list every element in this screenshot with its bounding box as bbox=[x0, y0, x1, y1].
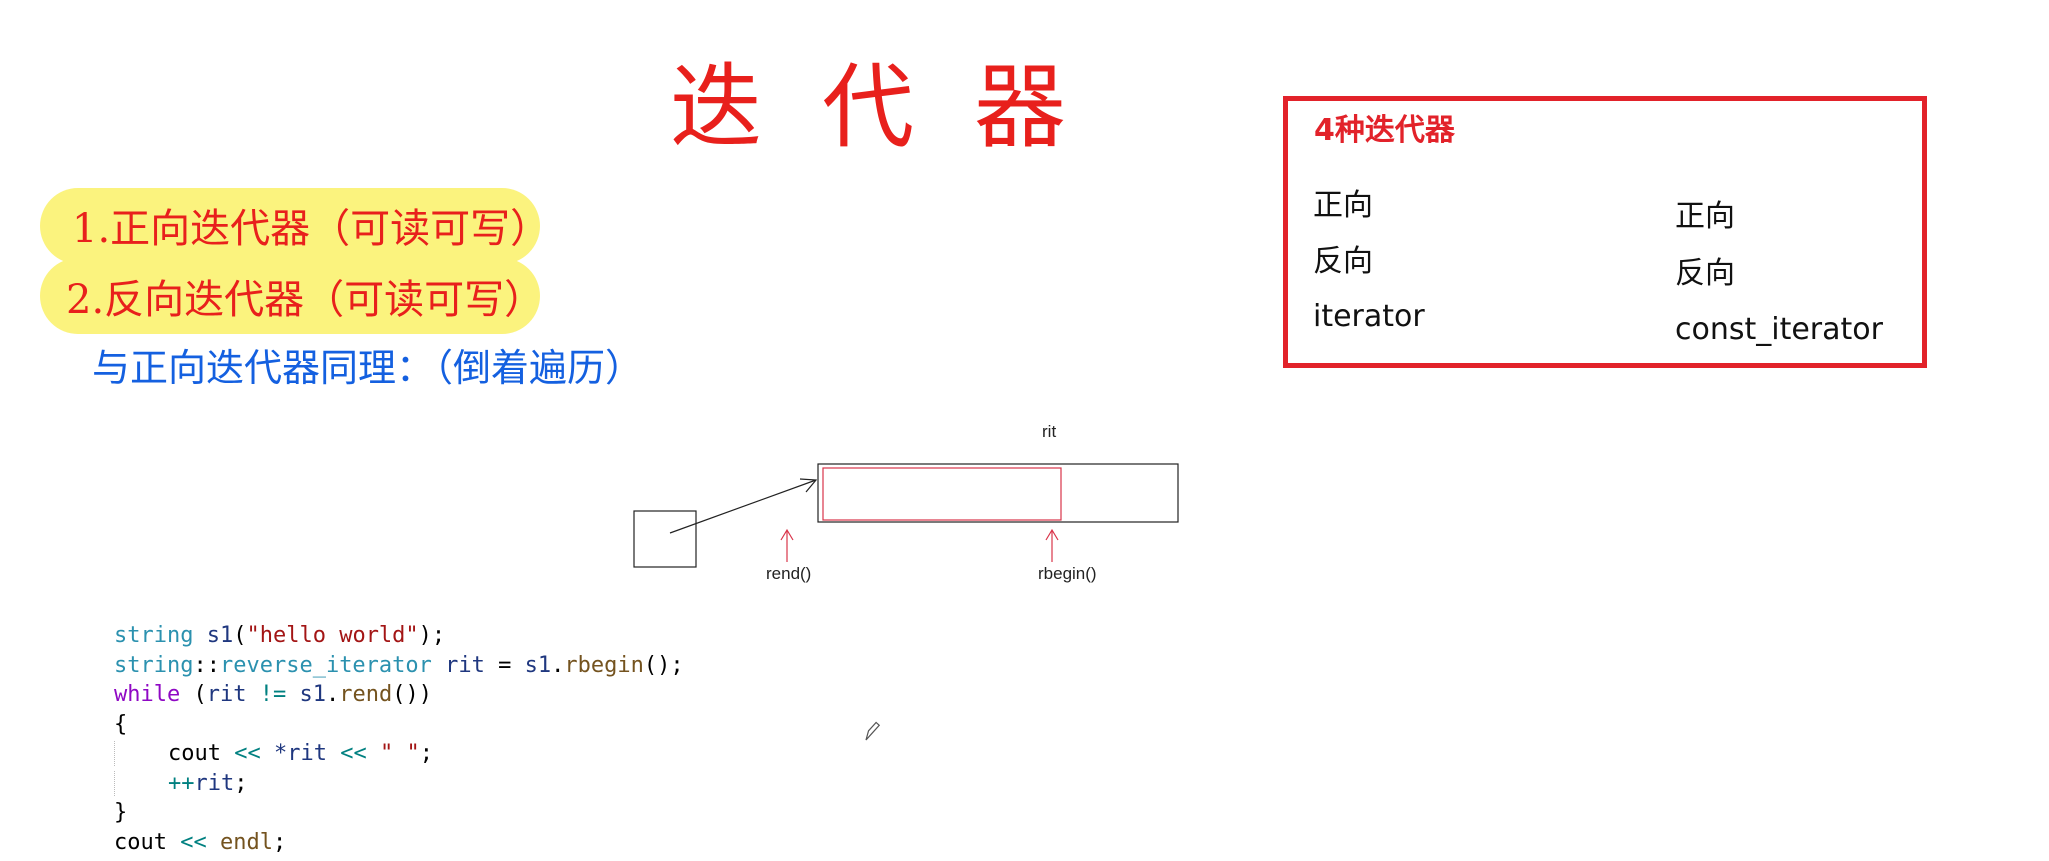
iterator-box-right-1: 正向 bbox=[1675, 199, 1735, 234]
code-token: != bbox=[259, 682, 287, 707]
note-reverse-iterator: 2.反向迭代器（可读可写） bbox=[66, 277, 545, 323]
code-token: endl bbox=[219, 829, 273, 855]
code-token: "hello world" bbox=[246, 623, 419, 648]
code-token: s1 bbox=[299, 682, 326, 707]
code-token: string bbox=[114, 652, 194, 678]
code-token: " " bbox=[379, 741, 420, 766]
note-same-principle: 与正向迭代器同理：（倒着遍历） bbox=[92, 346, 644, 390]
pointer-arrow bbox=[669, 479, 817, 534]
pointer-box bbox=[633, 510, 697, 568]
code-token: s1 bbox=[524, 652, 552, 678]
label-rend: rend() bbox=[766, 564, 811, 583]
iterator-box-right-3: const_iterator bbox=[1675, 312, 1883, 347]
iterator-box-left-2: 反向 bbox=[1313, 244, 1373, 279]
code-token: rit bbox=[445, 652, 485, 678]
pointer-arrow-head bbox=[799, 478, 818, 493]
code-token: rit bbox=[206, 682, 247, 707]
note-forward-iterator: 1.正向迭代器（可读可写） bbox=[72, 206, 551, 252]
rend-arrow-head bbox=[780, 528, 794, 541]
code-token: string bbox=[114, 623, 194, 648]
string-content-box bbox=[822, 467, 1062, 521]
code-token: ++ bbox=[167, 770, 195, 796]
iterator-box-right-2: 反向 bbox=[1675, 256, 1735, 291]
code-token: << bbox=[180, 829, 207, 855]
iterator-types-box: 4种迭代器 正向 反向 iterator 正向 反向 const_iterato… bbox=[1283, 96, 1927, 368]
code-snippet: string s1("hello world"); string::revers… bbox=[114, 623, 684, 855]
iterator-box-left-1: 正向 bbox=[1313, 188, 1373, 223]
code-token: :: bbox=[193, 652, 220, 678]
code-token: rit bbox=[194, 770, 235, 796]
pencil-cursor-icon bbox=[865, 721, 881, 741]
page-title: 迭代器 bbox=[670, 54, 1127, 161]
rbegin-arrow-head bbox=[1045, 528, 1059, 541]
code-token: while bbox=[114, 682, 181, 707]
iterator-box-left-3: iterator bbox=[1313, 299, 1425, 334]
string-buffer-box bbox=[817, 463, 1179, 523]
code-token: << bbox=[340, 741, 367, 766]
label-rbegin: rbegin() bbox=[1038, 564, 1097, 583]
code-token: rend bbox=[339, 682, 393, 707]
code-token: rbegin bbox=[564, 652, 644, 678]
iterator-box-heading: 4种迭代器 bbox=[1314, 113, 1455, 148]
code-token: *rit bbox=[273, 741, 327, 766]
code-token: reverse_iterator bbox=[219, 652, 432, 678]
code-token: << bbox=[234, 741, 261, 766]
highlight-note-2 bbox=[40, 258, 540, 334]
code-token: cout bbox=[167, 741, 221, 766]
code-token: cout bbox=[114, 829, 167, 855]
code-token: s1 bbox=[206, 623, 234, 648]
highlight-note-1 bbox=[40, 188, 540, 264]
label-rit: rit bbox=[1042, 422, 1056, 441]
